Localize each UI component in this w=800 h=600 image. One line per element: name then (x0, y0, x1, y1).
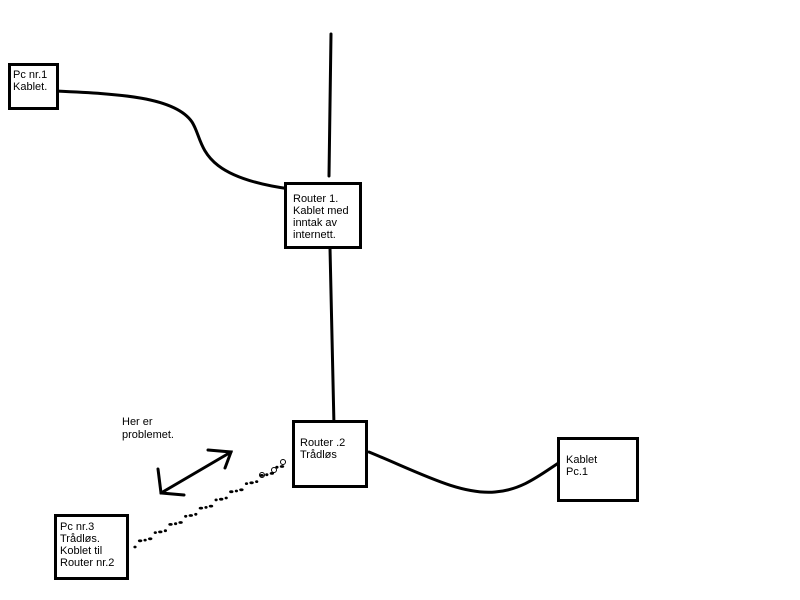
kablet-pc-box: Kablet Pc.1 (557, 437, 639, 502)
wireless-dot (255, 480, 259, 483)
wireless-dot (133, 545, 137, 549)
problem-double-arrow (156, 448, 234, 497)
wireless-dot (265, 473, 269, 477)
wireless-dot (168, 523, 173, 526)
wireless-dot (259, 472, 265, 478)
cable-router1-router2 (328, 246, 336, 428)
cable-pc1-router1 (54, 89, 292, 191)
router2-box: Router .2 Trådløs (292, 420, 368, 488)
wireless-dot (279, 465, 285, 468)
wireless-dot (259, 474, 264, 477)
wireless-dot (249, 481, 254, 485)
wireless-dot (204, 506, 208, 509)
wireless-dot (234, 489, 238, 493)
wireless-dot (143, 538, 147, 542)
wireless-dot (178, 521, 183, 524)
problem-annotation: Her er problemet. (122, 416, 174, 441)
wireless-dot (188, 514, 193, 517)
wireless-dot (174, 522, 178, 526)
wireless-dot (280, 459, 286, 465)
router1-label: Router 1. Kablet med inntak av internett… (293, 193, 349, 241)
router2-label: Router .2 Trådløs (300, 437, 346, 461)
pc-nr1-box: Pc nr.1 Kablet. (8, 63, 59, 110)
cable-router2-kablet-pc (367, 450, 562, 494)
router1-box: Router 1. Kablet med inntak av internett… (284, 182, 362, 249)
wireless-dot (219, 497, 224, 501)
wireless-dot (224, 496, 228, 500)
kablet-pc-label: Kablet Pc.1 (566, 454, 598, 478)
pc-nr3-box: Pc nr.3 Trådløs. Koblet til Router nr.2 (54, 514, 129, 580)
wireless-dot (214, 498, 218, 502)
wireless-dot (244, 482, 249, 485)
pc-nr3-label: Pc nr.3 Trådløs. Koblet til Router nr.2 (60, 521, 115, 569)
wireless-dot (194, 512, 198, 516)
wireless-dot (184, 514, 188, 518)
wireless-dot (229, 490, 234, 494)
wireless-dot (153, 531, 157, 534)
wireless-dot (198, 506, 204, 510)
wireless-dot (208, 504, 214, 508)
internet-uplink-line (327, 32, 333, 178)
wireless-dot (158, 530, 163, 534)
wireless-dot (271, 467, 277, 473)
wireless-dot (239, 488, 244, 492)
pc-nr1-label: Pc nr.1 Kablet. (13, 69, 48, 93)
wireless-signal-dots (133, 459, 286, 549)
wireless-dot (163, 529, 167, 533)
wireless-dot (148, 537, 153, 541)
wireless-dot (137, 539, 143, 543)
